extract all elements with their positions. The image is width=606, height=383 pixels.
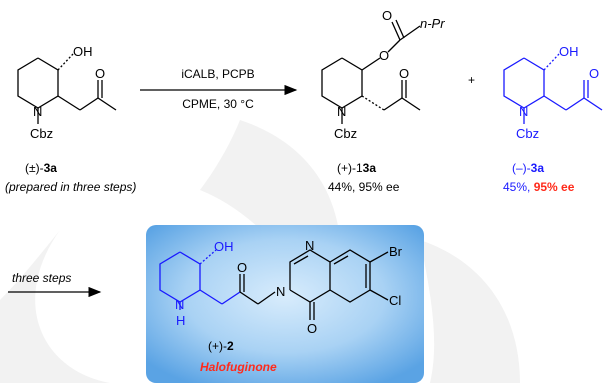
three-steps-label: three steps [12, 271, 71, 285]
nitrogen-label: N [33, 104, 42, 119]
compound-alcohol: OH O N Cbz (–)-3a 45%, 95% ee [503, 44, 603, 194]
cbz-label: Cbz [516, 126, 539, 141]
chlorine-label: Cl [389, 293, 401, 308]
compound-alcohol-label: (–)-3a [512, 161, 544, 175]
conditions-label: CPME, 30 °C [182, 97, 254, 111]
ketone-oxygen-label: O [95, 66, 105, 81]
preparation-note: (prepared in three steps) [5, 180, 136, 194]
bromine-label: Br [389, 244, 403, 259]
compound-alcohol-result: 45%, 95% ee [503, 180, 575, 194]
nitrogen-label: N [175, 297, 184, 312]
hydroxyl-label: OH [214, 239, 234, 254]
product-name: Halofuginone [200, 360, 277, 374]
hydrogen-label: H [176, 313, 185, 328]
ester-oxygen-label: O [379, 48, 389, 63]
cbz-label: Cbz [334, 126, 357, 141]
hydroxyl-label: OH [559, 44, 579, 59]
reaction-arrow-three-steps: three steps [8, 271, 102, 298]
nitrogen-label: N [519, 104, 528, 119]
ring-nitrogen-1-label: N [305, 238, 314, 253]
ketone-oxygen-label: O [399, 66, 409, 81]
compound-ester-result: 44%, 95% ee [328, 180, 400, 194]
ring-nitrogen-3-label: N [276, 284, 285, 299]
compound-start: OH O N Cbz (±)-3a (prepared in three ste… [5, 44, 136, 194]
plus-sign: + [468, 73, 475, 87]
reaction-arrow-resolution: iCALB, PCPB CPME, 30 °C [140, 67, 298, 111]
compound-product-label: (+)-2 [208, 339, 234, 353]
carbonyl-oxygen-label: O [382, 8, 392, 23]
compound-ester-label: (+)-13a [337, 161, 376, 175]
product-highlight-box [146, 225, 424, 383]
compound-start-label: (±)-3a [25, 161, 57, 175]
compound-product: OH N H O N N O Br Cl (+)-2 Halofuginone [159, 238, 403, 374]
hydroxyl-label: OH [73, 44, 93, 59]
ketone-oxygen-label: O [589, 66, 599, 81]
compound-ester: O n-Pr O O N Cbz (+)-13a 44%, 95% ee [321, 8, 445, 194]
propyl-label: n-Pr [420, 16, 445, 31]
ketone-oxygen-label: O [237, 260, 247, 275]
reagents-label: iCALB, PCPB [181, 67, 254, 81]
nitrogen-label: N [337, 104, 346, 119]
cbz-label: Cbz [30, 126, 53, 141]
ring-oxygen-label: O [307, 321, 317, 336]
